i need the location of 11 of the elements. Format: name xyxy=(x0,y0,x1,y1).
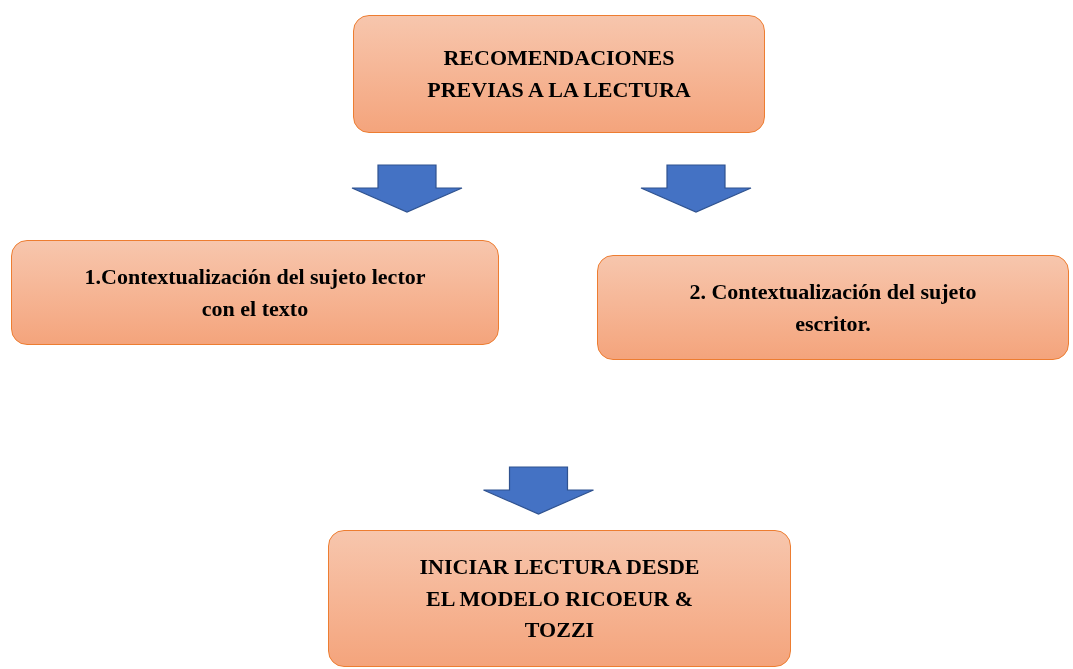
process-box xyxy=(353,15,765,133)
box-text: 2. Contextualización del sujeto escritor. xyxy=(688,277,978,338)
box-text: 1.Contextualización del sujeto lector con el texto xyxy=(83,262,427,323)
block-arrow xyxy=(640,164,752,213)
box-text: RECOMENDACIONES PREVIAS A LA LECTURA xyxy=(426,44,692,104)
block-arrow xyxy=(351,164,463,213)
block-arrow xyxy=(482,466,595,515)
box-text: INICIAR LECTURA DESDE EL MODELO RICOEUR & TOZZI xyxy=(418,552,701,645)
process-box xyxy=(11,240,499,345)
process-box xyxy=(597,255,1069,360)
process-box xyxy=(328,530,791,667)
